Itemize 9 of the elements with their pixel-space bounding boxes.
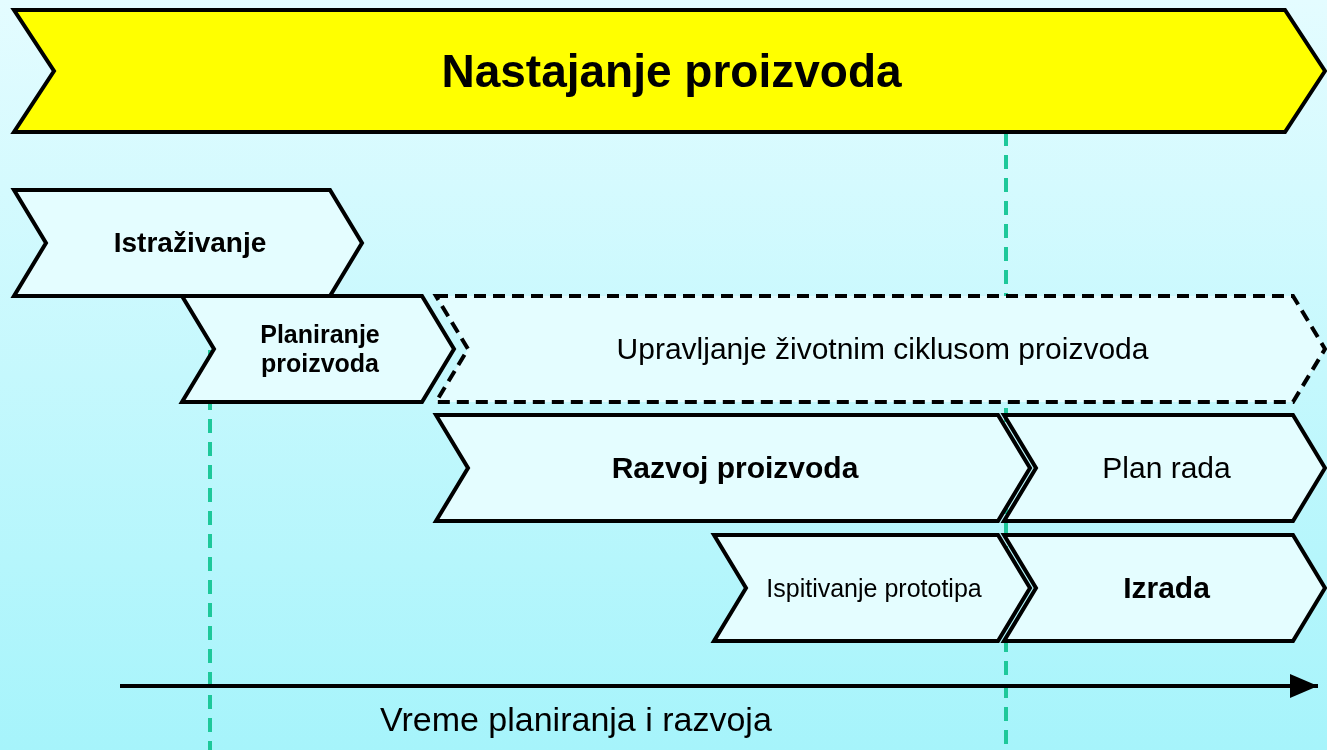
title: Nastajanje proizvoda bbox=[441, 44, 902, 98]
phase-label: Ispitivanje prototipa bbox=[766, 573, 982, 603]
phase-label: Plan rada bbox=[1102, 451, 1231, 485]
phase-label: Razvoj proizvoda bbox=[611, 451, 859, 485]
phase-label: Izrada bbox=[1123, 571, 1210, 605]
axis-label: Vreme planiranja i razvoja bbox=[380, 700, 772, 739]
phase-label: Planiranje proizvoda bbox=[259, 320, 381, 378]
phase-label: Istraživanje bbox=[113, 227, 267, 259]
phase-label: Upravljanje životnim ciklusom proizvoda bbox=[616, 332, 1149, 366]
